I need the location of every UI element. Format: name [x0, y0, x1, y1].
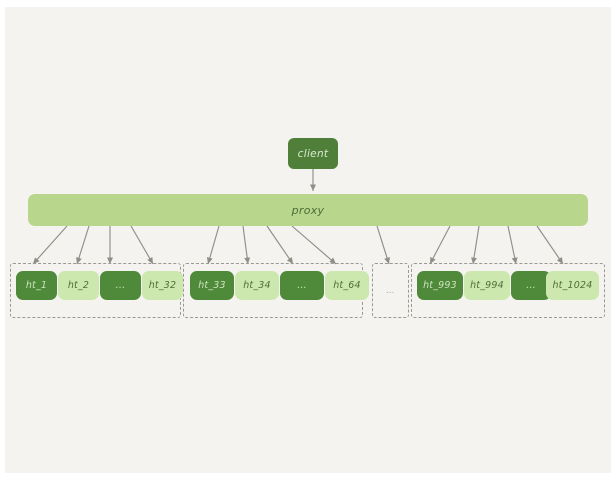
edge-proxy-to-group-ellipsis: [376, 225, 390, 265]
shard-group-ellipsis: [372, 263, 409, 318]
ht-node-label: ht_1: [25, 280, 48, 291]
ht-node-label: ht_64: [333, 280, 361, 291]
diagram-canvas: client proxy ht_1 ht_2 ... ht_32 ht_33 h…: [5, 7, 611, 473]
ht-node-ht_2[interactable]: ht_2: [58, 271, 99, 300]
edge-proxy-to-ht-ellipsis-3: [507, 225, 518, 265]
ht-node-ht_994[interactable]: ht_994: [464, 271, 510, 300]
edge-proxy-to-ht-2: [76, 225, 90, 265]
ht-node-ellipsis-2[interactable]: ...: [280, 271, 324, 300]
edge-layer: [32, 169, 564, 265]
edge-proxy-to-ht-1024: [536, 225, 564, 265]
ht-node-label: ht_993: [423, 280, 457, 291]
ht-node-ellipsis-3[interactable]: ...: [511, 271, 551, 300]
ht-node-label: ht_32: [148, 280, 177, 291]
ht-node-label: ...: [297, 280, 307, 291]
architecture-diagram: client proxy ht_1 ht_2 ... ht_32 ht_33 h…: [5, 7, 611, 473]
client-node[interactable]: client: [288, 138, 338, 169]
ht-node-label: ht_2: [67, 280, 90, 291]
ht-node-ht_993[interactable]: ht_993: [417, 271, 463, 300]
shard-group-n: [411, 263, 605, 318]
edge-proxy-to-ht-34: [242, 225, 251, 265]
edge-proxy-to-ht-1: [32, 225, 68, 265]
shard-group-ellipsis-label: ...: [372, 263, 409, 318]
ht-node-ht_33[interactable]: ht_33: [190, 271, 234, 300]
ht-node-label: ht_1024: [552, 280, 593, 291]
edge-proxy-to-ht-993: [429, 225, 451, 265]
ht-node-ht_34[interactable]: ht_34: [235, 271, 279, 300]
proxy-node[interactable]: proxy: [28, 194, 588, 226]
ellipsis-label: ...: [386, 285, 395, 296]
ht-node-ht_1[interactable]: ht_1: [16, 271, 57, 300]
ht-node-ht_1024[interactable]: ht_1024: [546, 271, 599, 300]
ht-node-ellipsis-1[interactable]: ...: [100, 271, 141, 300]
edge-proxy-to-ht-ellipsis-2: [266, 225, 294, 265]
ht-node-label: ht_34: [243, 280, 271, 291]
edge-proxy-to-ht-64: [291, 225, 337, 265]
ht-node-label: ...: [526, 280, 536, 291]
edge-proxy-to-ht-994: [471, 225, 480, 265]
ht-node-ht_32[interactable]: ht_32: [142, 271, 183, 300]
proxy-label: proxy: [291, 203, 325, 217]
ht-node-label: ...: [115, 280, 126, 291]
ht-node-ht_64[interactable]: ht_64: [325, 271, 369, 300]
client-label: client: [297, 147, 329, 160]
ht-node-label: ht_994: [470, 280, 504, 291]
ht-node-label: ht_33: [198, 280, 226, 291]
edge-proxy-to-ht-33: [206, 225, 220, 265]
edge-proxy-to-ht-32: [130, 225, 154, 265]
